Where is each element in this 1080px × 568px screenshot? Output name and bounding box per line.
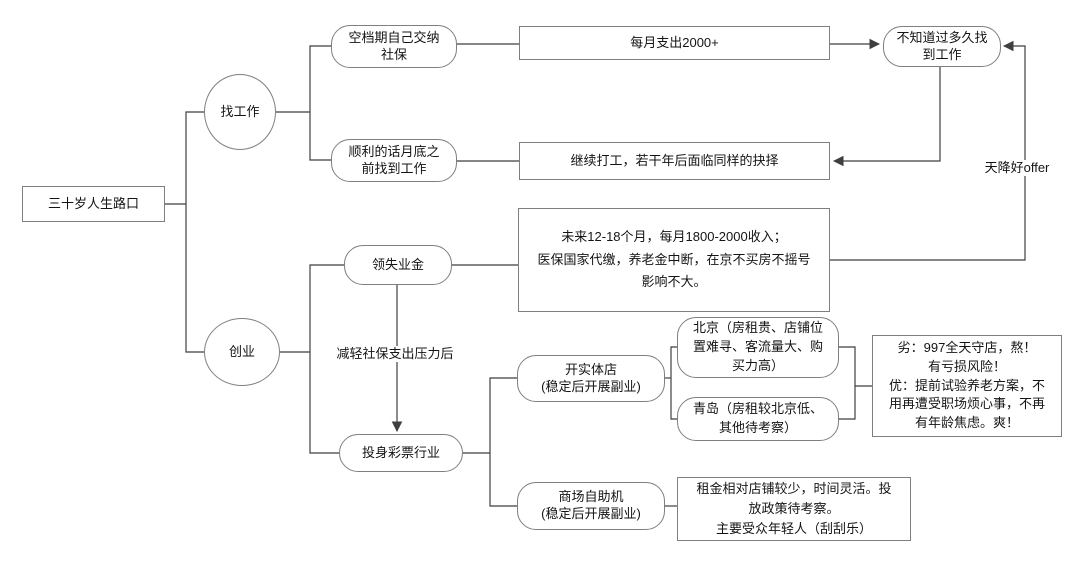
label-offer-note: 天降好offer	[973, 160, 1061, 176]
node-find-by-month-end: 顺利的话月底之 前找到工作	[331, 139, 457, 182]
node-pros-cons: 劣：997全天守店，熬！ 有亏损风险！ 优：提前试验养老方案，不 用再遭受职场烦…	[872, 335, 1062, 437]
node-gap-insurance: 空档期自己交纳 社保	[331, 25, 457, 68]
node-continue-work: 继续打工，若干年后面临同样的抉择	[519, 142, 830, 180]
node-find-job: 找工作	[204, 74, 276, 150]
node-beijing-option: 北京（房租贵、店铺位 置难寻、客流量大、购 买力高）	[677, 317, 839, 378]
node-physical-store: 开实体店 (稳定后开展副业)	[517, 355, 665, 402]
node-monthly-expense: 每月支出2000+	[519, 26, 830, 60]
node-unknown-time: 不知道过多久找 到工作	[883, 26, 1001, 67]
node-qingdao-option: 青岛（房租较北京低、 其他待考察）	[677, 397, 839, 441]
node-lottery-industry: 投身彩票行业	[339, 434, 463, 472]
label-reduce-pressure: 减轻社保支出压力后	[329, 346, 461, 362]
node-unemployment-benefit: 领失业金	[344, 245, 452, 285]
node-root-crossroad: 三十岁人生路口	[22, 186, 165, 222]
node-vending-note: 租金相对店铺较少，时间灵活。投 放政策待考察。 主要受众年轻人（刮刮乐）	[677, 477, 911, 541]
node-startup: 创业	[204, 318, 280, 386]
node-future-income: 未来12-18个月，每月1800-2000收入； 医保国家代缴，养老金中断，在京…	[518, 208, 830, 312]
node-vending-machine: 商场自助机 (稳定后开展副业)	[517, 482, 665, 530]
